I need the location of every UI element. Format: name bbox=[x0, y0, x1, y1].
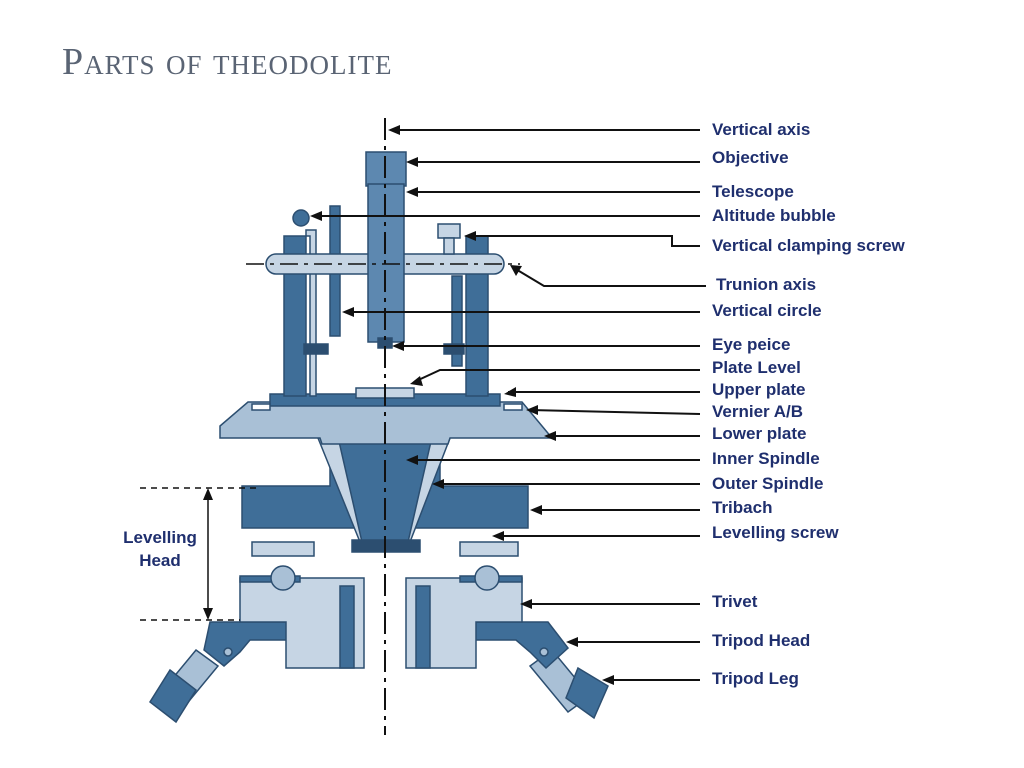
label-objective: Objective bbox=[712, 148, 789, 167]
levelling-knob-left bbox=[251, 541, 315, 557]
trivet bbox=[239, 575, 523, 669]
leader-levelling-screw bbox=[492, 531, 700, 541]
label-vernier: Vernier A/B bbox=[712, 402, 803, 421]
leader-vertical-circle bbox=[342, 307, 700, 317]
slide-title: Parts of theodolite bbox=[62, 41, 393, 83]
leader-tribach bbox=[530, 505, 700, 515]
leader-telescope bbox=[406, 187, 700, 197]
label-lower-plate: Lower plate bbox=[712, 424, 806, 443]
label-vertical-circle: Vertical circle bbox=[712, 301, 822, 320]
label-upper-plate: Upper plate bbox=[712, 380, 806, 399]
leader-trunion-axis bbox=[510, 265, 706, 287]
leader-altitude-bubble bbox=[310, 211, 700, 221]
vertical-clamping-screw bbox=[437, 223, 461, 239]
leader-objective bbox=[406, 157, 700, 167]
label-levelling-head-1: Levelling bbox=[123, 528, 197, 547]
label-tripod-leg: Tripod Leg bbox=[712, 669, 799, 688]
altitude-bubble bbox=[292, 209, 310, 227]
levelling-head-dimension bbox=[140, 487, 256, 621]
leader-vertical-clamping-screw bbox=[464, 231, 700, 247]
label-levelling-head-2: Head bbox=[139, 551, 181, 570]
leader-plate-level bbox=[410, 369, 700, 386]
levelling-knob-right bbox=[459, 541, 519, 557]
leader-vertical-axis bbox=[388, 125, 700, 135]
label-eye-peice: Eye peice bbox=[712, 335, 790, 354]
tripod-leg-left bbox=[149, 648, 220, 724]
label-trivet: Trivet bbox=[712, 592, 758, 611]
label-plate-level: Plate Level bbox=[712, 358, 801, 377]
levelling-ball-right bbox=[474, 565, 500, 591]
label-outer-spindle: Outer Spindle bbox=[712, 474, 823, 493]
leader-outer-spindle bbox=[432, 479, 700, 489]
label-vertical-clamping-screw: Vertical clamping screw bbox=[712, 236, 906, 255]
leader-vernier bbox=[526, 405, 701, 415]
label-inner-spindle: Inner Spindle bbox=[712, 449, 820, 468]
leader-tripod-head bbox=[566, 637, 700, 647]
theodolite-drawing bbox=[149, 151, 609, 724]
leader-trivet bbox=[520, 599, 700, 609]
levelling-ball-left bbox=[270, 565, 296, 591]
label-altitude-bubble: Altitude bubble bbox=[712, 206, 836, 225]
leader-lower-plate bbox=[544, 431, 700, 441]
leader-eye-peice bbox=[392, 341, 700, 351]
label-tripod-head: Tripod Head bbox=[712, 631, 810, 650]
axis-lines bbox=[246, 118, 520, 735]
leader-upper-plate bbox=[504, 387, 700, 397]
label-telescope: Telescope bbox=[712, 182, 794, 201]
leader-tripod-leg bbox=[602, 675, 700, 685]
label-trunion-axis: Trunion axis bbox=[716, 275, 816, 294]
leader-inner-spindle bbox=[406, 455, 700, 465]
label-vertical-axis: Vertical axis bbox=[712, 120, 810, 139]
label-tribach: Tribach bbox=[712, 498, 772, 517]
standards bbox=[283, 235, 489, 397]
label-levelling-screw: Levelling screw bbox=[712, 523, 839, 542]
